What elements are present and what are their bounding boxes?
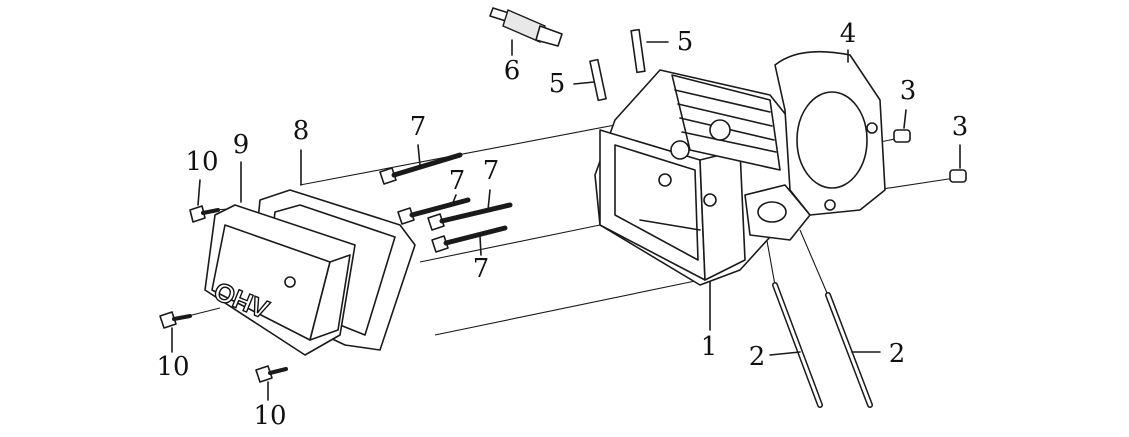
label-part-7: 7 — [410, 112, 427, 142]
cover-screws-10 — [159, 179, 288, 401]
spark-plug — [489, 7, 563, 56]
label-part-10: 10 — [156, 352, 189, 382]
studs-5 — [573, 28, 669, 102]
long-studs-2 — [769, 282, 881, 408]
label-part-3: 3 — [900, 76, 917, 106]
label-part-2: 2 — [749, 342, 766, 372]
label-part-7: 7 — [483, 156, 500, 186]
part-labels: 1 2 2 3 3 4 5 5 6 7 7 7 7 8 9 10 10 10 — [156, 19, 968, 431]
label-part-7: 7 — [449, 166, 466, 196]
cover-bolts-7 — [379, 144, 513, 256]
label-part-3: 3 — [952, 112, 969, 142]
label-part-10: 10 — [253, 401, 286, 431]
head-gasket — [774, 49, 886, 216]
label-part-10: 10 — [185, 147, 218, 177]
label-part-5: 5 — [549, 69, 566, 99]
label-part-2: 2 — [889, 339, 906, 369]
label-part-8: 8 — [293, 116, 310, 146]
label-part-5: 5 — [677, 27, 694, 57]
label-part-6: 6 — [504, 56, 521, 86]
label-part-1: 1 — [701, 332, 718, 362]
valve-cover: OHV — [204, 161, 356, 356]
label-part-9: 9 — [233, 130, 250, 160]
cylinder-head — [594, 69, 811, 331]
label-part-4: 4 — [840, 19, 857, 49]
dowel-pins — [893, 109, 967, 183]
label-part-7: 7 — [473, 254, 490, 284]
